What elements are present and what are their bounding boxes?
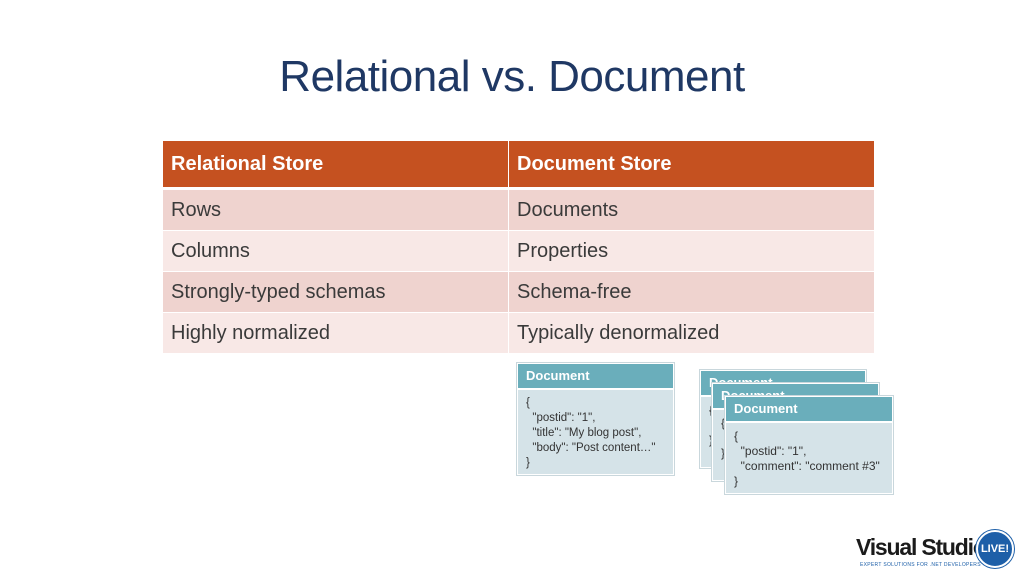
table-cell: Properties [508,230,875,272]
document-card-body: { "postid": "1", "title": "My blog post"… [526,397,656,469]
logo-tagline: EXPERT SOLUTIONS FOR .NET DEVELOPERS [860,562,981,568]
header-document-store: Document Store [508,140,875,190]
table-cell: Strongly-typed schemas [162,271,509,313]
table-row: Rows Documents [162,188,875,231]
document-card-body: { } [721,416,726,460]
document-card-header: Document [726,397,892,423]
document-card-body: { } [709,403,714,447]
table-row: Columns Properties [162,230,875,272]
header-relational-store: Relational Store [162,140,509,190]
table-cell: Columns [162,230,509,272]
comparison-table: Relational Store Document Store Rows Doc… [162,140,875,354]
table-cell: Rows [162,188,509,231]
table-cell: Typically denormalized [508,312,875,354]
logo-wordmark: Visual Studio [856,534,987,560]
table-cell: Documents [508,188,875,231]
table-row: Highly normalized Typically denormalized [162,312,875,354]
document-card-header: Document [518,364,673,390]
table-header-row: Relational Store Document Store [162,140,875,190]
comment-document-card-front: Document { "postid": "1", "comment": "co… [725,396,893,494]
table-cell: Schema-free [508,271,875,313]
slide-title: Relational vs. Document [279,52,745,101]
table-cell: Highly normalized [162,312,509,354]
document-card-body: { "postid": "1", "comment": "comment #3"… [734,429,880,488]
blog-post-document-card: Document { "postid": "1", "title": "My b… [517,363,674,475]
table-row: Strongly-typed schemas Schema-free [162,271,875,313]
logo-live-badge: LIVE! [976,530,1014,568]
visual-studio-live-logo: Visual Studio LIVE! EXPERT SOLUTIONS FOR… [856,530,1014,570]
